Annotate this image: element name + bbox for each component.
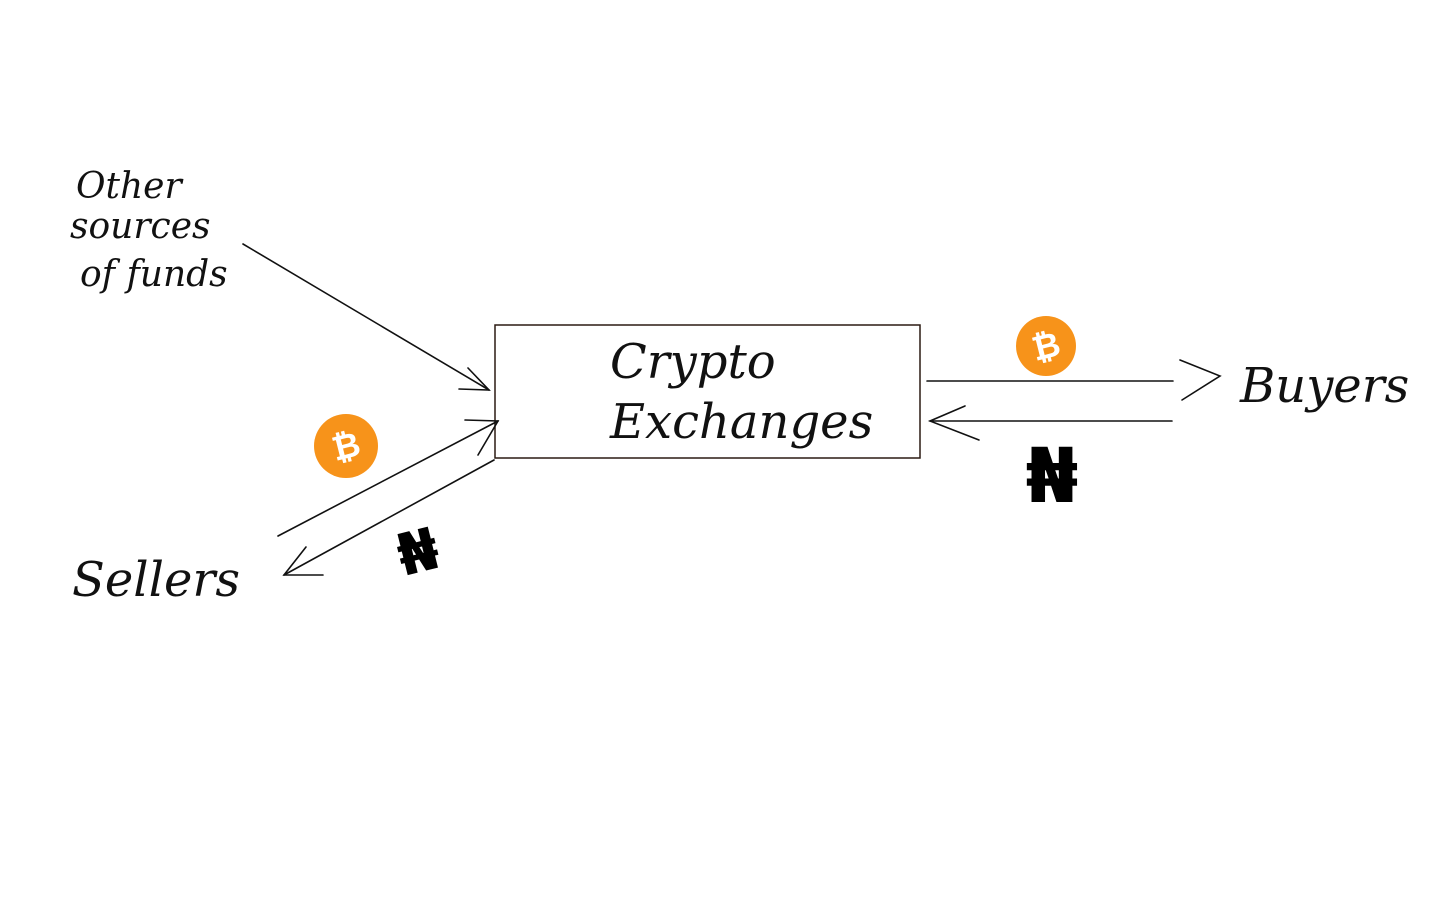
arrow-exchange-to-sellers	[282, 459, 495, 576]
arrow-sellers-to-exchange	[277, 419, 500, 537]
exchange-label-line-1: Crypto	[610, 334, 776, 390]
other-sources-label-line-2: sources	[70, 206, 210, 247]
buyers-label: Buyers	[1239, 358, 1409, 414]
bitcoin-icon: ₿	[314, 414, 378, 478]
naira-sign-icon: ₦	[1026, 431, 1079, 520]
other-sources-label-line-3: of funds	[80, 254, 228, 295]
sellers-label: Sellers	[72, 552, 240, 608]
arrow-other-sources-to-exchange	[242, 243, 491, 391]
exchange-label-line-2: Exchanges	[609, 394, 873, 450]
exchange-box	[494, 324, 921, 459]
arrow-buyers-to-exchange	[927, 405, 1173, 441]
naira-sign-icon: ₦	[390, 514, 446, 590]
other-sources-label-line-1: Other	[76, 166, 183, 207]
arrow-exchange-to-buyers	[926, 359, 1222, 401]
bitcoin-icon: ₿	[1016, 316, 1076, 376]
